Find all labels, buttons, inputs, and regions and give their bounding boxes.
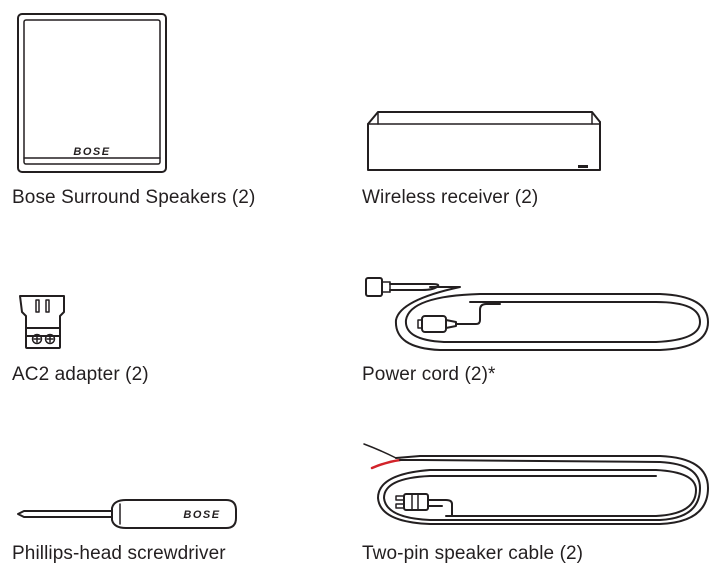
screwdriver-bose-logo: BOSE	[183, 509, 220, 521]
wireless-receiver-illustration	[364, 108, 604, 176]
ac2-adapter-illustration	[16, 292, 70, 354]
speaker-cable-illustration	[360, 440, 716, 532]
speaker-illustration: BOSE	[16, 12, 168, 174]
screwdriver-illustration: BOSE	[14, 496, 242, 532]
caption-screwdriver: Phillips-head screwdriver	[12, 543, 226, 564]
caption-speaker-cable: Two-pin speaker cable (2)	[362, 543, 584, 564]
speaker-bose-logo: BOSE	[73, 146, 110, 158]
caption-receiver: Wireless receiver (2)	[362, 187, 539, 208]
power-cord-illustration	[360, 270, 716, 358]
caption-adapter: AC2 adapter (2)	[12, 364, 149, 385]
caption-speakers: Bose Surround Speakers (2)	[12, 187, 256, 208]
caption-power-cord: Power cord (2)*	[362, 364, 496, 385]
